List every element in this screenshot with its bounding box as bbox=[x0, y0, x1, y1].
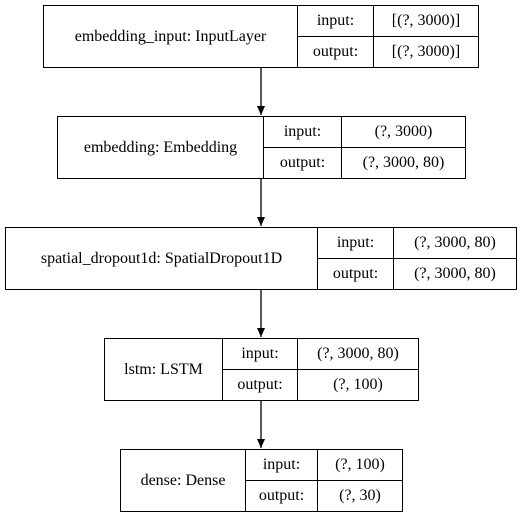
output-shape: [(?, 3000)] bbox=[391, 43, 461, 60]
output-label: output: bbox=[246, 481, 318, 511]
output-shape: (?, 3000, 80) bbox=[362, 154, 445, 171]
input-label: input: bbox=[223, 339, 298, 369]
input-shape: (?, 3000) bbox=[374, 123, 433, 140]
node-dense: dense: Dense input: (?, 100) output: (?,… bbox=[120, 449, 403, 512]
output-label: output: bbox=[223, 370, 298, 400]
input-shape: (?, 3000, 80) bbox=[414, 234, 496, 251]
input-shape: (?, 100) bbox=[335, 456, 385, 473]
layer-name: dense: Dense bbox=[121, 450, 246, 511]
node-embedding-input: embedding_input: InputLayer input: [(?, … bbox=[43, 5, 479, 68]
layer-name: embedding_input: InputLayer bbox=[44, 6, 298, 67]
output-shape: (?, 100) bbox=[333, 376, 383, 393]
layer-name: embedding: Embedding bbox=[58, 117, 264, 178]
output-label: output: bbox=[318, 259, 394, 289]
node-lstm: lstm: LSTM input: (?, 3000, 80) output: … bbox=[104, 338, 419, 401]
input-label: input: bbox=[264, 117, 342, 147]
output-shape: (?, 30) bbox=[339, 487, 381, 504]
layer-name: lstm: LSTM bbox=[105, 339, 223, 400]
input-shape: (?, 3000, 80) bbox=[317, 345, 399, 362]
node-spatial-dropout1d: spatial_dropout1d: SpatialDropout1D inpu… bbox=[5, 227, 517, 290]
output-label: output: bbox=[264, 148, 342, 178]
input-label: input: bbox=[298, 6, 374, 36]
input-shape: [(?, 3000)] bbox=[391, 12, 461, 29]
layer-name: spatial_dropout1d: SpatialDropout1D bbox=[6, 228, 318, 289]
node-embedding: embedding: Embedding input: (?, 3000) ou… bbox=[57, 116, 466, 179]
input-label: input: bbox=[318, 228, 394, 258]
output-shape: (?, 3000, 80) bbox=[414, 265, 496, 282]
output-label: output: bbox=[298, 37, 374, 67]
input-label: input: bbox=[246, 450, 318, 480]
